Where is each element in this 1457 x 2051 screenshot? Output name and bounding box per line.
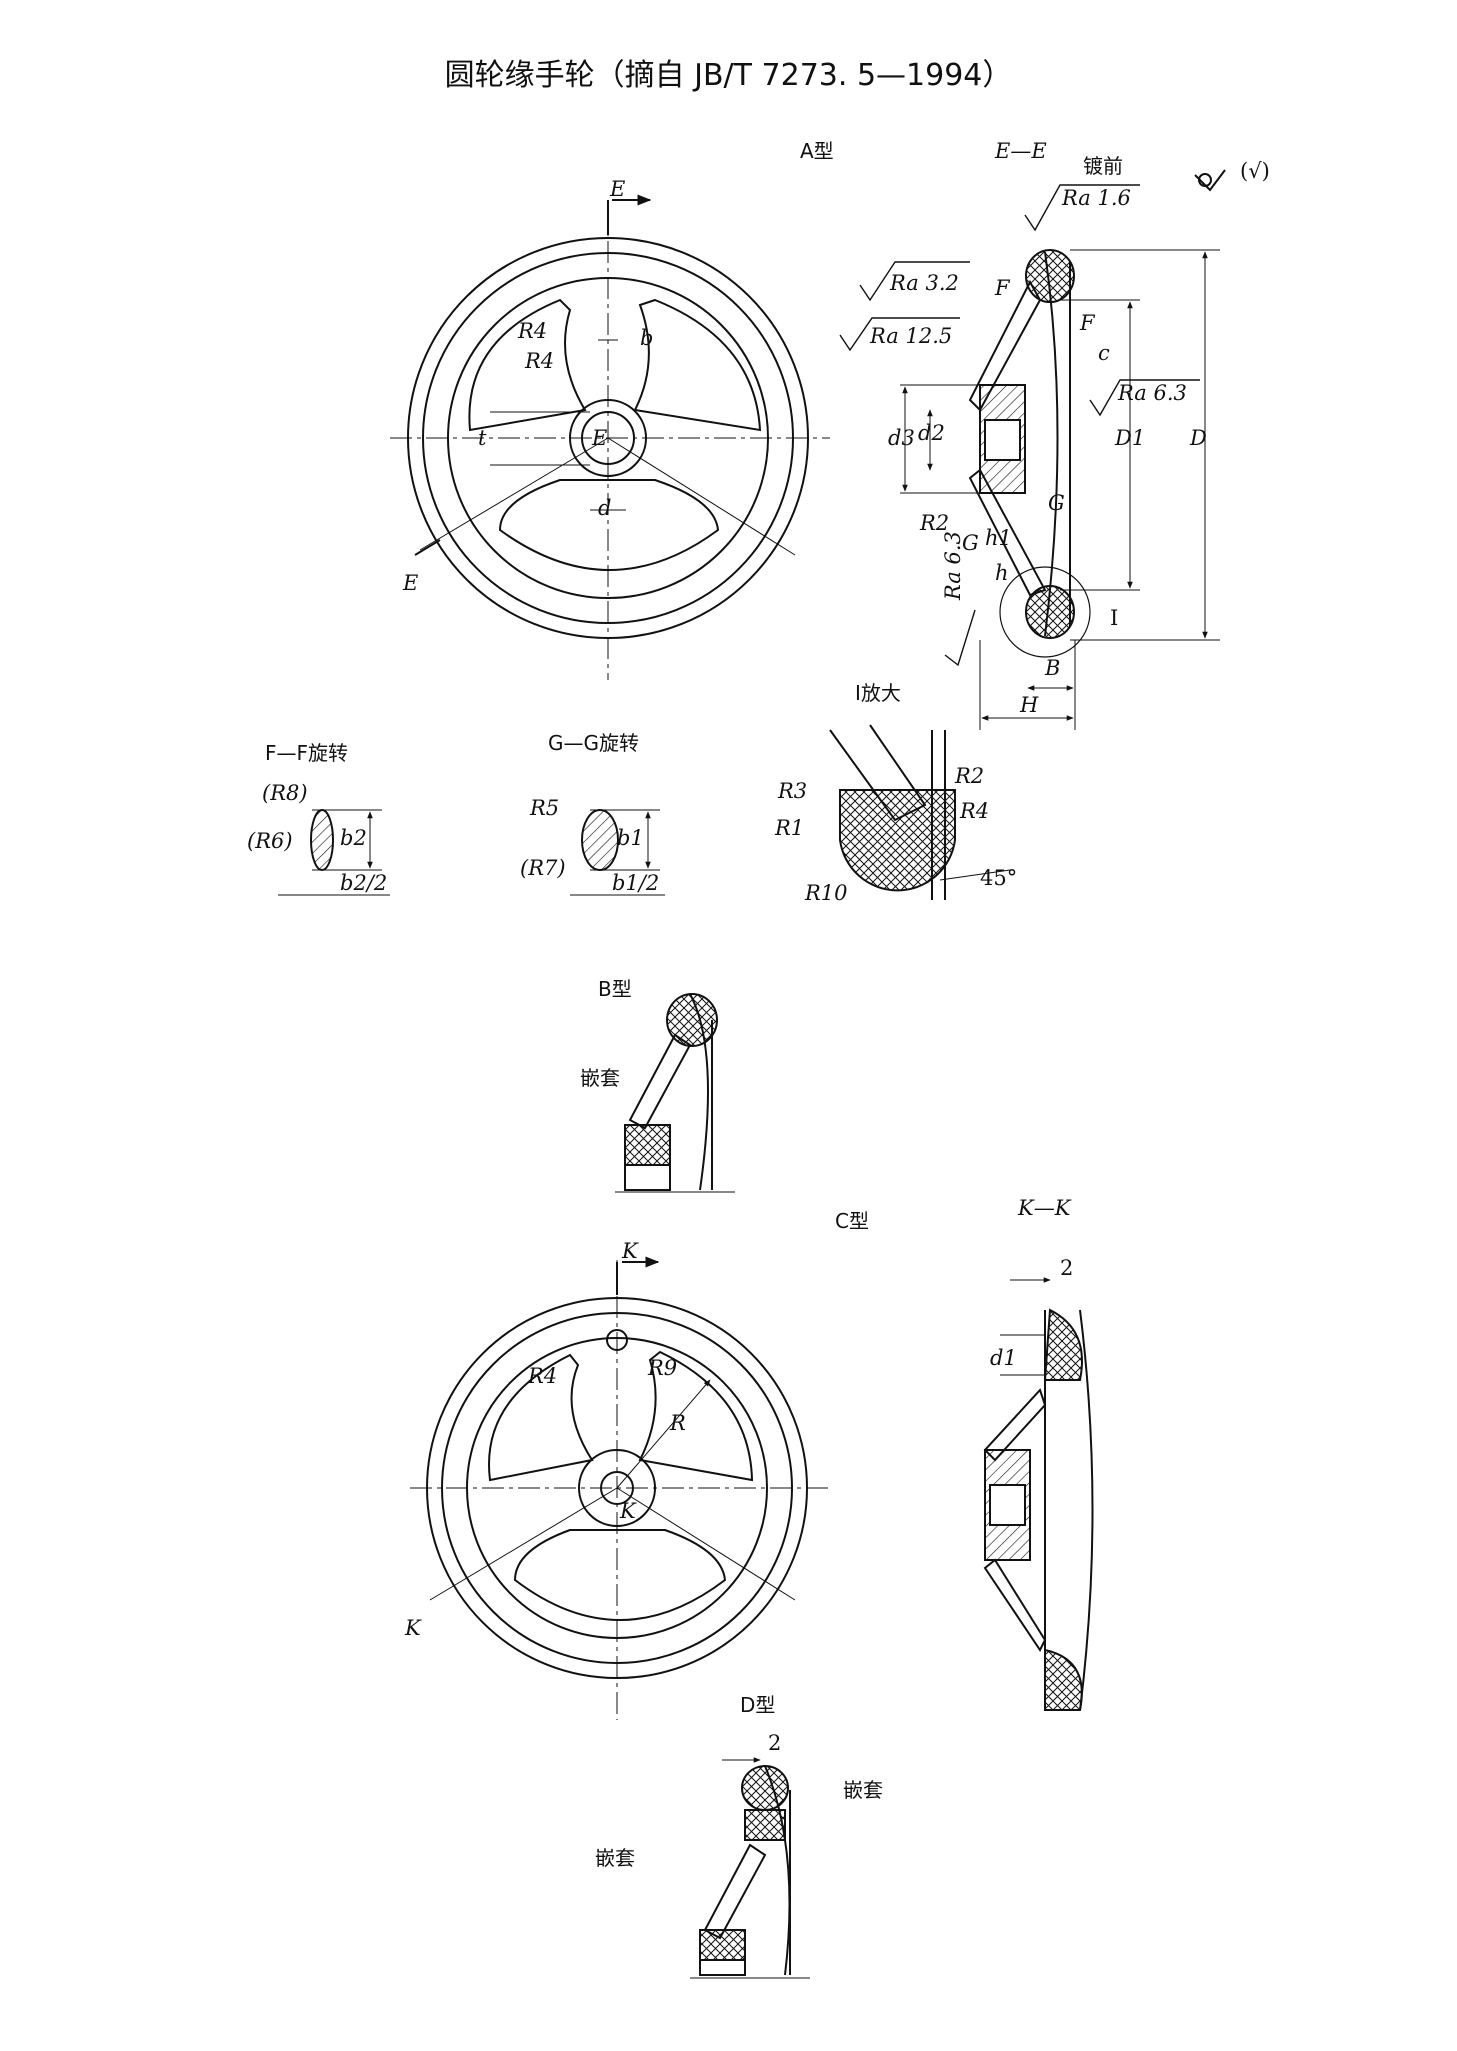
label-g-1: G — [1048, 491, 1065, 515]
label-h1: h1 — [985, 526, 1012, 550]
note-insert-d1: 嵌套 — [843, 1778, 883, 1802]
label-i: I — [1110, 606, 1118, 630]
view-c-type: C型 — [835, 1209, 869, 1233]
c-type-front-view — [410, 1256, 830, 1720]
label-d1-k: d1 — [990, 1346, 1017, 1370]
label-b1-half: b1/2 — [612, 871, 659, 895]
roughness-r4: Ra 6.3 — [1117, 381, 1187, 405]
view-section-ee: E—E — [994, 139, 1047, 163]
label-e-bottom: E — [402, 571, 418, 595]
label-r3: R3 — [777, 779, 807, 803]
label-r2-i: R2 — [954, 764, 984, 788]
label-d-big: D — [1189, 426, 1207, 450]
label-d2: d2 — [918, 421, 945, 445]
label-r: R — [669, 1411, 686, 1435]
note-plating: 镀前 — [1083, 154, 1123, 178]
roughness-r2: Ra 3.2 — [889, 271, 959, 295]
view-section-gg: G—G旋转 — [548, 731, 639, 755]
label-k-bottom: K — [404, 1616, 422, 1640]
label-k-center: K — [619, 1499, 637, 1523]
enlarged-i-view — [829, 724, 1011, 900]
label-r8: (R8) — [262, 781, 308, 805]
view-d-type: D型 — [740, 1693, 775, 1717]
note-roughness-symbol: (√) — [1240, 159, 1270, 183]
label-r4-c: R4 — [527, 1364, 557, 1388]
section-ff-view — [278, 809, 390, 896]
view-section-kk: K—K — [1017, 1196, 1072, 1220]
label-r1: R1 — [774, 816, 804, 840]
label-h-big: H — [1019, 693, 1039, 717]
label-two-d: 2 — [768, 1731, 781, 1755]
label-d: d — [598, 496, 611, 520]
page-title: 圆轮缘手轮（摘自 JB/T 7273. 5—1994） — [444, 58, 1013, 93]
label-two-kk: 2 — [1060, 1256, 1073, 1280]
label-b2-half: b2/2 — [340, 871, 387, 895]
roughness-r5: Ra 6.3 — [941, 531, 965, 601]
label-f-2: F — [1079, 311, 1096, 335]
roughness-r3: Ra 12.5 — [869, 324, 952, 348]
label-d3: d3 — [888, 426, 915, 450]
label-f-1: F — [994, 276, 1011, 300]
label-c: c — [1098, 341, 1110, 365]
label-r4-i: R4 — [959, 799, 989, 823]
label-r9: R9 — [647, 1356, 677, 1380]
note-insert-b: 嵌套 — [580, 1066, 620, 1090]
a-type-front-view — [390, 194, 830, 680]
label-b2: b2 — [340, 826, 367, 850]
label-r7: (R7) — [520, 856, 566, 880]
d-type-view — [690, 1757, 810, 1979]
label-t: t — [478, 426, 487, 450]
section-ee-view — [839, 169, 1226, 730]
label-g-2: G — [962, 531, 979, 555]
view-enlarged-i: I放大 — [855, 681, 901, 705]
label-k-top: K — [621, 1239, 639, 1263]
view-section-ff: F—F旋转 — [265, 741, 348, 765]
section-gg-view — [570, 809, 665, 896]
label-d1: D1 — [1114, 426, 1145, 450]
section-kk-view — [983, 1277, 1094, 1711]
note-insert-d2: 嵌套 — [595, 1846, 635, 1870]
label-r2-ee: R2 — [919, 511, 949, 535]
label-r10: R10 — [804, 881, 848, 905]
label-e-top: E — [609, 177, 625, 201]
view-a-type: A型 — [800, 139, 834, 163]
label-r5: R5 — [529, 796, 559, 820]
label-b1: b1 — [617, 826, 644, 850]
view-b-type: B型 — [598, 977, 632, 1001]
label-b-big: B — [1044, 656, 1060, 680]
label-e-center: E — [591, 426, 607, 450]
label-r4-a2: R4 — [524, 349, 554, 373]
roughness-r1: Ra 1.6 — [1061, 186, 1131, 210]
label-45-deg: 45° — [980, 866, 1017, 890]
label-b: b — [640, 326, 653, 350]
label-r6: (R6) — [247, 829, 293, 853]
label-r4-a1: R4 — [517, 319, 547, 343]
b-type-view — [615, 993, 735, 1193]
label-h: h — [995, 561, 1009, 585]
